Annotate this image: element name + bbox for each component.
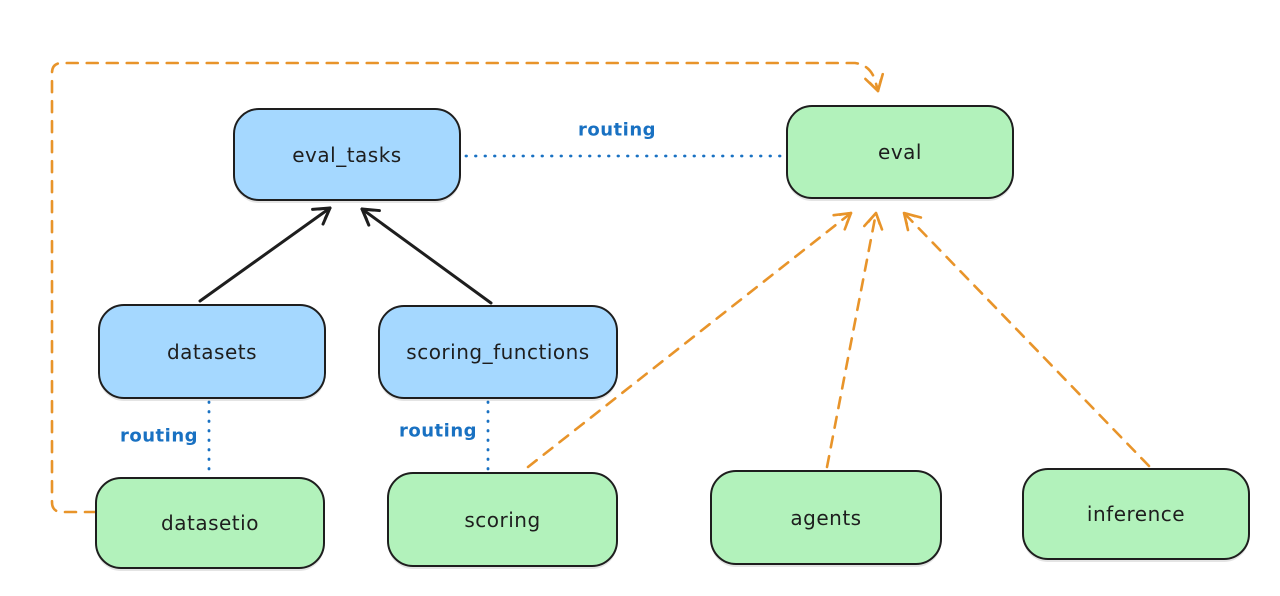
- node-inference: inference: [1022, 468, 1250, 560]
- edge-datasets-to-eval_tasks: [198, 206, 332, 303]
- node-datasets-label: datasets: [166, 339, 258, 364]
- node-scoring: scoring: [387, 472, 618, 567]
- node-datasetio: datasetio: [95, 477, 325, 569]
- node-scoring_functions: scoring_functions: [378, 305, 618, 399]
- node-eval_tasks-label: eval_tasks: [292, 142, 402, 167]
- node-datasets: datasets: [98, 304, 326, 399]
- edge-label-routing-scoring_functions-scoring: routing: [398, 420, 478, 442]
- edge-label-routing-eval_tasks-eval: routing: [577, 119, 657, 141]
- node-agents-label: agents: [790, 505, 862, 530]
- node-inference-label: inference: [1086, 502, 1186, 526]
- edge-label-routing-datasets-datasetio: routing: [119, 425, 199, 447]
- edge-inference-to-eval: [902, 211, 1151, 468]
- node-agents: agents: [710, 470, 942, 565]
- edge-scoring_functions-to-eval_tasks: [360, 207, 493, 305]
- node-scoring-label: scoring: [464, 507, 541, 532]
- node-scoring_functions-label: scoring_functions: [406, 340, 590, 364]
- node-eval-label: eval: [878, 140, 922, 164]
- node-eval_tasks: eval_tasks: [233, 108, 461, 201]
- node-datasetio-label: datasetio: [161, 511, 259, 535]
- node-eval: eval: [786, 105, 1014, 199]
- edge-agents-to-eval: [825, 211, 884, 469]
